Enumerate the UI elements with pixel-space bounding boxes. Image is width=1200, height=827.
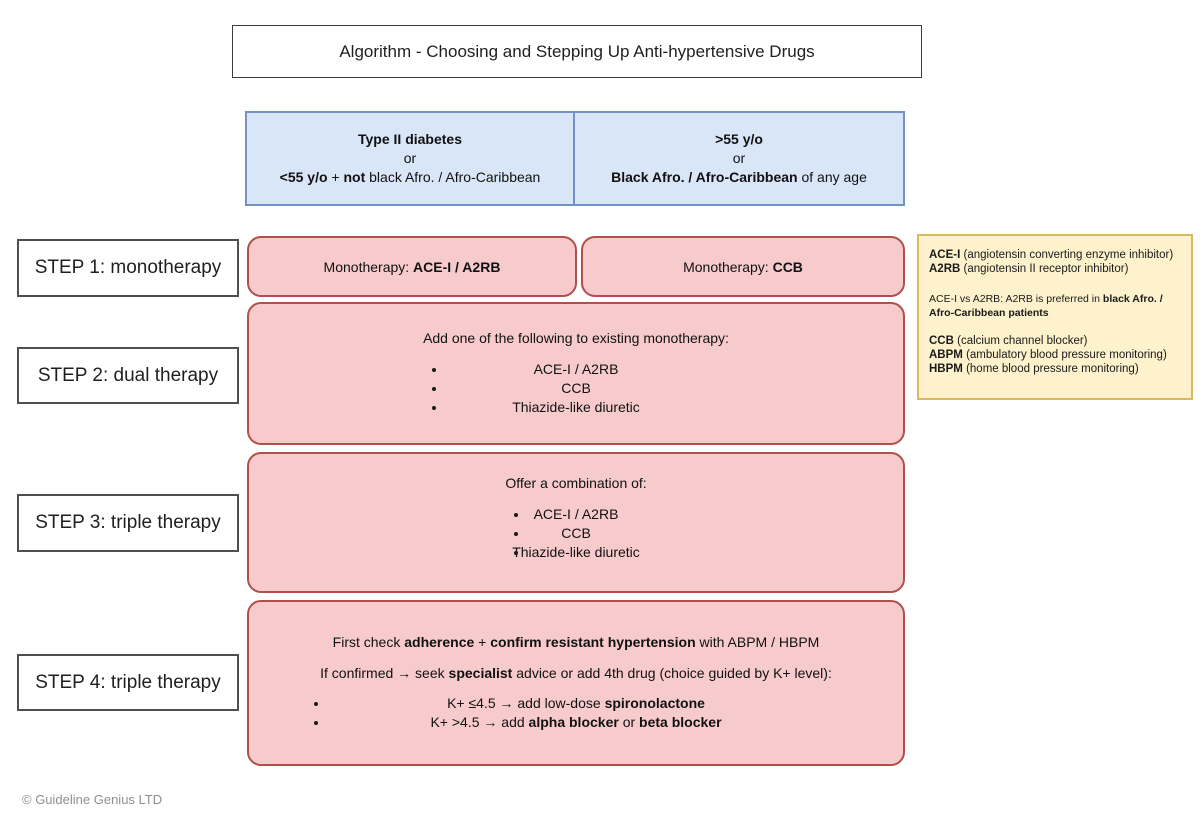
step1-label: STEP 1: monotherapy	[34, 257, 222, 278]
list-item: K+ ≤4.5 → add low-dose spironolactone	[249, 694, 903, 713]
step4-line2: If confirmed → seek specialist advice or…	[320, 665, 832, 681]
bullet-icon	[432, 406, 436, 410]
step3-heading: Offer a combination of:	[505, 475, 647, 491]
bullet-icon	[314, 702, 318, 706]
list-item: Thiazide-like diuretic	[512, 544, 640, 560]
step3-triple-therapy-box: Offer a combination of: ACE-I / A2RB CCB…	[247, 452, 905, 593]
list-item: CCB	[249, 379, 903, 398]
category-left-line1: Type II diabetes	[358, 131, 462, 147]
step4-option-list: K+ ≤4.5 → add low-dose spironolactone K+…	[249, 694, 903, 732]
bullet-icon	[514, 551, 518, 555]
step1-monotherapy-ccb-box: Monotherapy: CCB	[581, 236, 905, 297]
legend-ccb: CCB (calcium channel blocker)	[929, 335, 1088, 347]
step2-drug-list: ACE-I / A2RB CCB Thiazide-like diuretic	[249, 360, 903, 417]
step2-heading: Add one of the following to existing mon…	[423, 330, 729, 346]
legend-hbpm: HBPM (home blood pressure monitoring)	[929, 363, 1139, 375]
step1-left-text: Monotherapy: ACE-I / A2RB	[323, 258, 501, 275]
step2-label-box: STEP 2: dual therapy	[17, 347, 239, 404]
category-cell-right: >55 y/o or Black Afro. / Afro-Caribbean …	[575, 113, 903, 204]
list-item: K+ >4.5 → add alpha blocker or beta bloc…	[249, 713, 903, 732]
step4-resistant-hypertension-box: First check adherence + confirm resistan…	[247, 600, 905, 766]
step3-drug-list: ACE-I / A2RB CCB Thiazide-like diuretic	[249, 505, 903, 562]
copyright-text: © Guideline Genius LTD	[22, 792, 163, 807]
bullet-icon	[514, 513, 518, 517]
step1-monotherapy-acei-box: Monotherapy: ACE-I / A2RB	[247, 236, 577, 297]
step3-label: STEP 3: triple therapy	[35, 512, 221, 533]
step2-dual-therapy-box: Add one of the following to existing mon…	[247, 302, 905, 445]
step4-label-box: STEP 4: triple therapy	[17, 654, 239, 711]
list-item: Thiazide-like diuretic	[249, 398, 903, 417]
category-left-line3: <55 y/o + not black Afro. / Afro-Caribbe…	[279, 169, 541, 185]
page-title: Algorithm - Choosing and Stepping Up Ant…	[339, 41, 815, 61]
bullet-icon	[314, 721, 318, 725]
category-cell-left: Type II diabetes or <55 y/o + not black …	[247, 113, 575, 204]
legend-abpm: ABPM (ambulatory blood pressure monitori…	[929, 349, 1167, 361]
legend-acei: ACE-I (angiotensin converting enzyme inh…	[929, 249, 1174, 261]
bullet-icon	[514, 532, 518, 536]
category-right-line2: or	[732, 150, 746, 166]
step3-label-box: STEP 3: triple therapy	[17, 494, 239, 552]
title-box: Algorithm - Choosing and Stepping Up Ant…	[232, 25, 922, 78]
legend-note: ACE-I vs A2RB: A2RB is preferred in blac…	[929, 293, 1163, 319]
step2-label: STEP 2: dual therapy	[37, 364, 219, 386]
list-item: CCB	[249, 524, 903, 543]
list-item: ACE-I / A2RB	[249, 360, 903, 379]
step1-right-text: Monotherapy: CCB	[683, 258, 803, 275]
step1-label-box: STEP 1: monotherapy	[17, 239, 239, 297]
category-left-line2: or	[403, 150, 417, 166]
abbreviation-legend: ACE-I (angiotensin converting enzyme inh…	[917, 234, 1193, 400]
bullet-icon	[432, 368, 436, 372]
bullet-icon	[432, 387, 436, 391]
list-item: ACE-I / A2RB	[249, 505, 903, 524]
legend-a2rb: A2RB (angiotensin II receptor inhibitor)	[929, 263, 1129, 275]
category-right-line1: >55 y/o	[715, 131, 763, 147]
patient-category-header: Type II diabetes or <55 y/o + not black …	[245, 111, 905, 206]
step4-label: STEP 4: triple therapy	[35, 671, 221, 693]
step4-line1: First check adherence + confirm resistan…	[332, 634, 820, 650]
category-right-line3: Black Afro. / Afro-Caribbean of any age	[611, 169, 867, 185]
